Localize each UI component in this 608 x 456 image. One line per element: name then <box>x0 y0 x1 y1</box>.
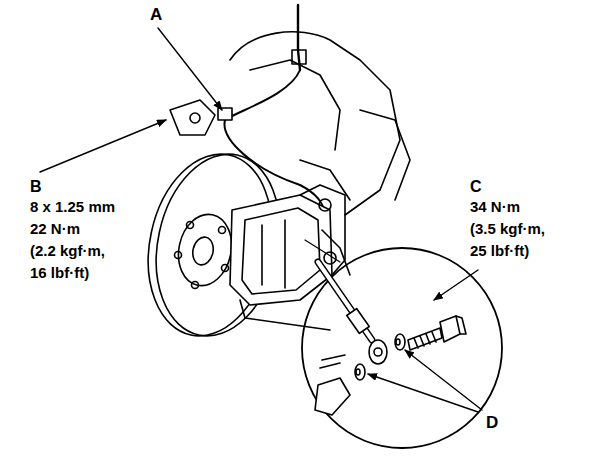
part-letter: A <box>150 6 162 25</box>
torque-value: 22 N·m <box>30 221 80 238</box>
torque-value: (2.2 kgf·m, <box>30 243 105 260</box>
part-letter: C <box>470 178 482 196</box>
torque-value: (3.5 kgf·m, <box>470 221 545 238</box>
thread-size: 8 x 1.25 mm <box>30 199 115 216</box>
part-letter: B <box>30 178 42 196</box>
torque-value: 25 lbf·ft) <box>470 243 529 260</box>
torque-value: 34 N·m <box>470 199 520 216</box>
torque-value: 16 lbf·ft) <box>30 265 89 282</box>
part-letter: D <box>486 414 498 433</box>
